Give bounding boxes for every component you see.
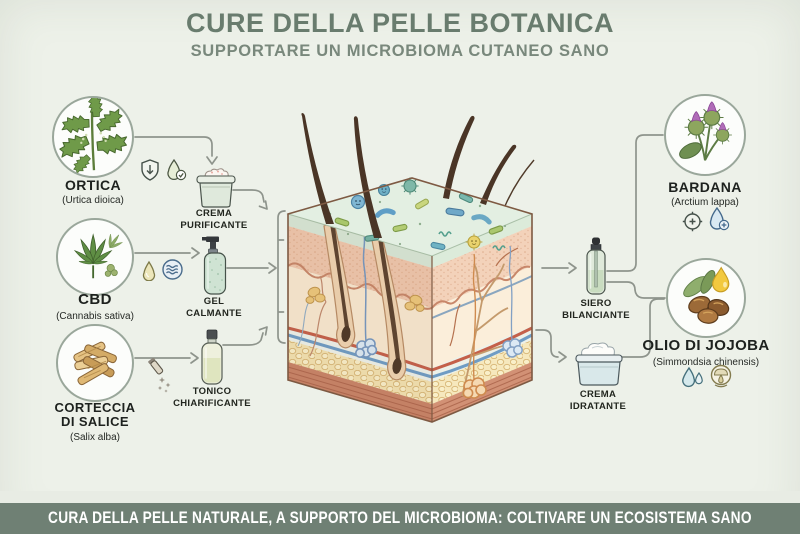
product-name: IDRATANTE [569, 400, 627, 412]
footer-divider-strip [0, 491, 800, 503]
corteccia-di-salice-illustration [56, 324, 134, 402]
line-siero-to-jojoba [606, 281, 666, 299]
ingredient-latin: (Cannabis sativa) [56, 310, 134, 322]
product-name: CALMANTE [186, 307, 242, 319]
footer-banner: CURA DELLA PELLE NATURALE, A SUPPORTO DE… [0, 503, 800, 534]
ingredient-latin: (Salix alba) [69, 431, 121, 443]
ingredient-latin: (Urtica dioica) [62, 195, 124, 207]
ingredient-name: ORTICA [64, 177, 122, 193]
water-droplets-icon [682, 366, 703, 388]
page-title: CURE DELLA PELLE BOTANICA [186, 8, 614, 38]
skin-cross-section-illustration [286, 113, 535, 423]
bardana-benefit-icons [682, 206, 730, 232]
page-subtitle: SUPPORTARE UN MICROBIOMA CUTANEO SANO [190, 42, 610, 60]
ingredient-latin: (Simmondsia chinensis) [652, 356, 760, 368]
product-name: PURIFICANTE [180, 219, 248, 231]
product-name: TONICO [192, 386, 232, 397]
footer-banner-text: CURA DELLA PELLE NATURALE, A SUPPORTO DE… [48, 509, 752, 527]
olio-di-jojoba-illustration [666, 258, 746, 338]
jojoba-benefit-icons [680, 362, 733, 389]
product-name: BILANCIANTE [562, 309, 630, 321]
target-plus-icon [682, 211, 703, 232]
salice-benefit-icons [147, 358, 174, 394]
product-name: CHIARIFICANTE [173, 397, 251, 409]
gel-calmante-bottle [202, 236, 227, 295]
oil-drop-icon [142, 260, 156, 281]
sebum-balance-icon [710, 364, 732, 388]
product-name: CREMA [195, 208, 233, 219]
ingredient-name: DI SALICE [61, 414, 129, 430]
ingredient-name: CBD [78, 291, 112, 308]
cbd-benefit-icons [141, 258, 184, 281]
ortica-illustration [52, 96, 134, 178]
ortica-benefit-icons [139, 158, 187, 182]
exfoliation-icon [148, 358, 171, 393]
ingredient-name: BARDANA [668, 179, 742, 195]
cbd-illustration [56, 218, 134, 296]
product-name: CREMA [579, 389, 617, 400]
soothing-waves-icon [162, 259, 183, 280]
product-name: SIERO [580, 298, 612, 309]
arrow-ortica-to-crema [134, 136, 213, 157]
hairs [301, 113, 517, 238]
ingredient-name: CORTECCIA [54, 400, 136, 415]
droplet-plus-icon [709, 206, 730, 231]
siero-bilanciante-dropper-bottle [586, 237, 606, 295]
tonico-chiarificante-bottle [201, 329, 223, 385]
ingredient-name: OLIO DI JOJOBA [642, 337, 770, 354]
product-name: GEL [203, 296, 225, 307]
crema-purificante-jar [196, 168, 236, 208]
ingredient-latin: (Arctium lappa) [671, 197, 739, 209]
droplet-check-icon [167, 158, 187, 181]
bardana-illustration [664, 94, 746, 176]
shield-reduction-icon [141, 159, 159, 181]
crema-idratante-jar [575, 342, 623, 386]
